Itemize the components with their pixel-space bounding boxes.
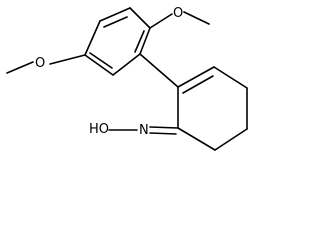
- bond: [99, 7, 131, 22]
- bond: [183, 11, 210, 25]
- methoxy-left-oxygen: O: [35, 56, 45, 71]
- double-bond-inner: [134, 30, 145, 53]
- bond: [84, 20, 101, 56]
- bond: [129, 7, 151, 29]
- bond: [177, 127, 216, 151]
- bond: [213, 66, 248, 89]
- double-bond-inner: [103, 16, 128, 28]
- bond: [84, 54, 114, 76]
- bond: [149, 126, 179, 129]
- methoxy-top-oxygen: O: [173, 6, 183, 21]
- oxime-hydroxyl: HO: [89, 122, 109, 137]
- methoxy-left: O: [6, 54, 86, 74]
- cyclohexene-ring: [177, 66, 248, 151]
- oxime-group: N HO: [89, 122, 179, 138]
- double-bond-inner: [182, 75, 214, 94]
- bond: [177, 66, 215, 88]
- methoxy-top: O: [149, 6, 210, 29]
- bond: [149, 132, 177, 135]
- bond: [149, 13, 173, 29]
- oxime-nitrogen: N: [139, 123, 149, 138]
- biaryl-bond: [139, 53, 179, 88]
- benzene-ring: [84, 7, 151, 76]
- bond: [49, 54, 86, 65]
- chemical-structure: O O N HO: [6, 6, 248, 151]
- bond: [6, 61, 34, 74]
- bond: [139, 27, 151, 55]
- bond: [112, 53, 141, 76]
- bond: [214, 128, 248, 151]
- double-bond-inner: [89, 52, 113, 69]
